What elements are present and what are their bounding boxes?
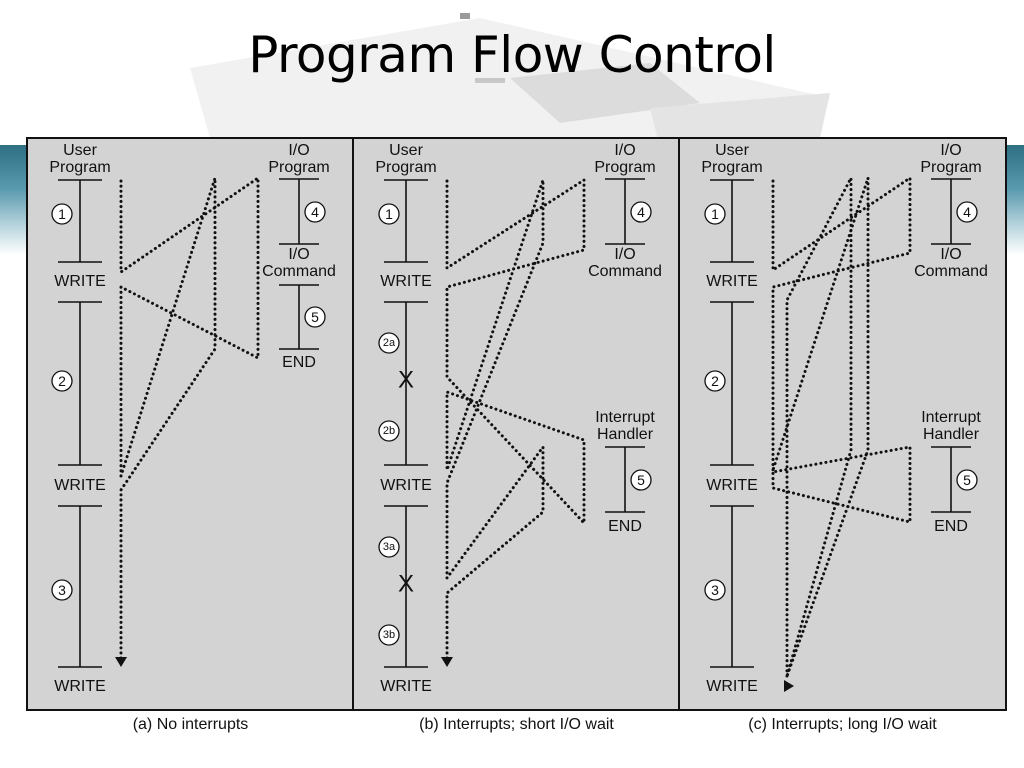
decorative-band-right (1006, 145, 1024, 255)
step-marker (704, 370, 726, 392)
step-marker (704, 203, 726, 225)
step-marker (378, 332, 400, 354)
write-label: WRITE (54, 678, 106, 695)
end-label: END (608, 518, 642, 535)
io-command-label: I/O (288, 246, 309, 263)
interrupt-handler-label: Handler (597, 426, 654, 443)
caption-panel-c: (c) Interrupts; long I/O wait (748, 716, 937, 733)
interrupt-x-mark: X (398, 571, 414, 598)
interrupt-handler-label: Interrupt (921, 409, 981, 426)
step-marker (956, 201, 978, 223)
step-number: 2 (711, 373, 719, 389)
step-number: 4 (637, 204, 645, 220)
panel-background (26, 137, 355, 711)
background-chip-photo (190, 13, 830, 148)
end-label: END (934, 518, 968, 535)
flow-arrowhead (784, 680, 794, 692)
step-number: 4 (963, 204, 971, 220)
user-program-label: Program (375, 159, 436, 176)
flow-path (445, 177, 586, 662)
interrupt-x-mark: X (398, 367, 414, 394)
user-program-label: Program (701, 159, 762, 176)
interrupt-handler-label: Handler (923, 426, 980, 443)
user-program-label: User (63, 142, 97, 159)
io-command-label: Command (262, 263, 336, 280)
panel-long-io-wait: User Program I/O Program WRITE WRITE WRI… (678, 137, 1007, 711)
step-marker (51, 370, 73, 392)
flow-path (785, 177, 853, 678)
step-number: 5 (637, 472, 645, 488)
interrupt-handler-label: Interrupt (595, 409, 655, 426)
io-command-label: I/O (940, 246, 961, 263)
io-program-label: I/O (614, 142, 635, 159)
panel-short-io-wait: User Program I/O Program WRITE WRITE WRI… (352, 137, 681, 711)
io-program-label: Program (594, 159, 655, 176)
step-number: 1 (58, 206, 66, 222)
io-command-label: Command (588, 263, 662, 280)
step-number: 3b (383, 629, 395, 641)
io-program-label: I/O (288, 142, 309, 159)
step-marker (956, 469, 978, 491)
step-marker (704, 579, 726, 601)
user-program-label: User (389, 142, 423, 159)
io-command-label: Command (914, 263, 988, 280)
write-label: WRITE (54, 273, 106, 290)
write-label: WRITE (380, 477, 432, 494)
step-marker (304, 201, 326, 223)
step-marker (378, 420, 400, 442)
caption-panel-a: (a) No interrupts (132, 716, 249, 733)
step-number: 3 (711, 582, 719, 598)
step-marker (304, 306, 326, 328)
step-marker (51, 203, 73, 225)
slide-title: Program Flow Control (248, 26, 776, 84)
flow-arrowhead (441, 657, 453, 667)
end-label: END (282, 354, 316, 371)
step-number: 4 (311, 204, 319, 220)
caption-panel-b: (b) Interrupts; short I/O wait (419, 716, 614, 733)
step-marker (630, 201, 652, 223)
write-label: WRITE (706, 273, 758, 290)
user-program-label: Program (49, 159, 110, 176)
flow-path (771, 175, 912, 678)
write-label: WRITE (54, 477, 106, 494)
step-number: 3a (383, 541, 396, 553)
step-number: 2a (383, 337, 396, 349)
step-number: 5 (963, 472, 971, 488)
step-marker (378, 624, 400, 646)
step-marker (378, 203, 400, 225)
write-label: WRITE (706, 678, 758, 695)
panel-no-interrupts: User Program I/O Program WRITE WRITE WRI… (26, 137, 355, 711)
io-program-label: Program (920, 159, 981, 176)
step-number: 5 (311, 309, 319, 325)
step-number: 3 (58, 582, 66, 598)
decorative-band-left (0, 145, 26, 255)
user-program-label: User (715, 142, 749, 159)
io-command-label: I/O (614, 246, 635, 263)
io-program-label: Program (268, 159, 329, 176)
step-number: 1 (711, 206, 719, 222)
write-label: WRITE (380, 678, 432, 695)
flow-path (119, 175, 260, 662)
write-label: WRITE (380, 273, 432, 290)
step-number: 1 (385, 206, 393, 222)
write-label: WRITE (706, 477, 758, 494)
step-marker (378, 536, 400, 558)
step-number: 2b (383, 425, 395, 437)
io-program-label: I/O (940, 142, 961, 159)
step-marker (630, 469, 652, 491)
step-number: 2 (58, 373, 66, 389)
step-marker (51, 579, 73, 601)
flow-arrowhead (115, 657, 127, 667)
